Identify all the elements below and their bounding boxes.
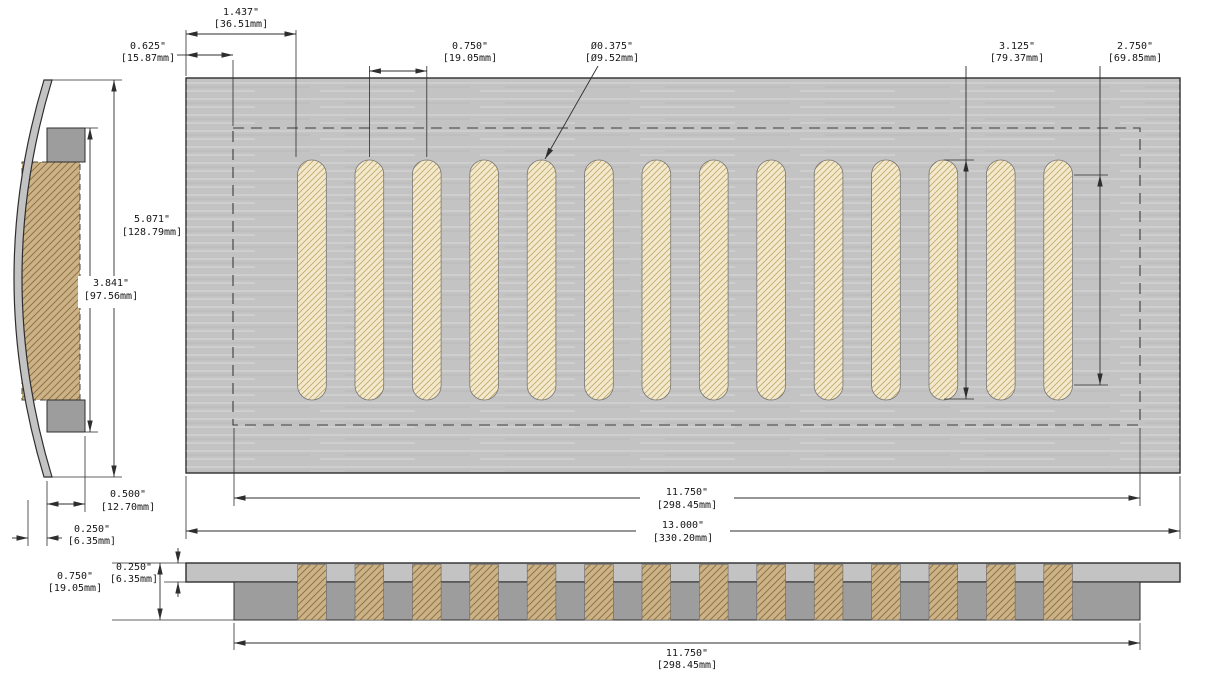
dim-duct-depth-inches: 0.500" (110, 489, 146, 500)
dim-slot-diameter-inches: Ø0.375" (591, 40, 633, 52)
dim-front-duct-width-mm: [298.45mm] (657, 660, 717, 671)
front-vent-slot (756, 564, 786, 621)
vent-slot (1043, 159, 1073, 401)
dim-flange-depth: 0.250" [6.35mm] (12, 500, 116, 547)
front-vent-slot (584, 564, 614, 621)
front-vent-slot (1043, 564, 1073, 621)
vent-slot (411, 159, 442, 401)
dim-slot-pitch-mm: [19.05mm] (443, 53, 497, 64)
front-vent-slot (412, 564, 442, 621)
vent-slot (469, 159, 499, 401)
dim-slot-diameter-mm: [Ø9.52mm] (585, 52, 639, 64)
dim-overall-width-inches: 13.000" (662, 520, 704, 531)
dim-slot-length-total-mm: [79.37mm] (990, 53, 1044, 64)
dim-flange-margin-inches: 0.625" (130, 41, 166, 52)
dim-flange-depth-inches: 0.250" (74, 524, 110, 535)
dim-slot-diameter: Ø0.375" [Ø9.52mm] (544, 40, 639, 160)
dim-front-height-mm: [19.05mm] (48, 583, 102, 594)
dim-slot-length-straight: 2.750" [69.85mm] (1074, 41, 1162, 386)
vent-slot (986, 159, 1016, 401)
vent-slot (756, 159, 786, 401)
dim-front-plate-thickness-inches: 0.250" (116, 562, 152, 573)
dim-slot-offset-inches: 1.437" (223, 7, 259, 18)
side-damper-hatch (21, 161, 81, 401)
dim-overall-height-mm: [128.79mm] (122, 227, 182, 238)
front-vent-slot (871, 564, 901, 621)
side-duct-top-cap (46, 127, 86, 163)
dim-opening-width: 11.750" [298.45mm] (233, 428, 1141, 512)
dim-inner-height: 3.841" [97.56mm] (78, 127, 144, 433)
dim-front-height-inches: 0.750" (57, 571, 93, 582)
dim-flange-margin: 0.625" [15.87mm] (121, 41, 234, 126)
vent-slot (871, 159, 901, 401)
dim-flange-depth-mm: [6.35mm] (68, 536, 116, 547)
dim-overall-height-inches: 5.071" (134, 214, 170, 225)
top-view (185, 77, 1181, 474)
dim-duct-depth: 0.500" [12.70mm] (46, 436, 155, 546)
front-vent-slot (813, 564, 844, 621)
dim-front-duct-width-inches: 11.750" (666, 648, 708, 659)
dim-slot-pitch-inches: 0.750" (452, 41, 488, 52)
dim-duct-depth-mm: [12.70mm] (101, 502, 155, 513)
front-vent-slot (469, 564, 499, 621)
side-view (13, 79, 86, 478)
dim-slot-length-total-inches: 3.125" (999, 41, 1035, 52)
front-vent-slot (699, 564, 729, 621)
duct-opening-hidden-outline (232, 127, 1141, 426)
front-vent-slot (526, 564, 557, 621)
vent-slot (641, 159, 672, 401)
faceplate-grain-texture (186, 78, 1180, 473)
vent-slots (297, 159, 1073, 401)
front-vent-slot (986, 564, 1016, 621)
dim-inner-height-mm: [97.56mm] (84, 291, 138, 302)
dim-opening-width-inches: 11.750" (666, 487, 708, 498)
front-faceplate (185, 562, 1181, 583)
vent-slot (928, 159, 959, 401)
front-vent-slot (297, 564, 327, 621)
dim-opening-width-mm: [298.45mm] (657, 500, 717, 511)
dim-front-duct-width: 11.750" [298.45mm] (233, 623, 1141, 671)
vent-slot (354, 159, 385, 401)
dim-flange-margin-mm: [15.87mm] (121, 53, 175, 64)
dimension-annotations: 1.437" [36.51mm] 0.625" [15.87mm] 0.750"… (12, 7, 1181, 671)
dim-slot-offset-mm: [36.51mm] (214, 19, 268, 30)
side-duct-bottom-cap (46, 399, 86, 433)
front-vent-slot (354, 564, 385, 621)
dim-overall-width: 13.000" [330.20mm] (185, 476, 1181, 545)
front-vent-slots (297, 564, 1073, 621)
dim-overall-width-mm: [330.20mm] (653, 533, 713, 544)
front-vent-slot (928, 564, 959, 621)
dim-slot-length-straight-inches: 2.750" (1117, 41, 1153, 52)
vent-slot (297, 159, 327, 401)
dim-front-plate-thickness: 0.250" [6.35mm] (110, 548, 188, 597)
vent-slot (526, 159, 557, 401)
front-vent-slot (641, 564, 672, 621)
dim-slot-pitch: 0.750" [19.05mm] (368, 41, 497, 157)
dim-slot-length-total: 3.125" [79.37mm] (944, 41, 1044, 400)
front-view (185, 562, 1181, 621)
dim-slot-length-straight-mm: [69.85mm] (1108, 53, 1162, 64)
dim-front-plate-thickness-mm: [6.35mm] (110, 574, 158, 585)
vent-slot (699, 159, 729, 401)
vent-slot (813, 159, 844, 401)
dim-inner-height-inches: 3.841" (93, 278, 129, 289)
vent-slot (584, 159, 614, 401)
dim-front-height: 0.750" [19.05mm] (48, 562, 236, 621)
